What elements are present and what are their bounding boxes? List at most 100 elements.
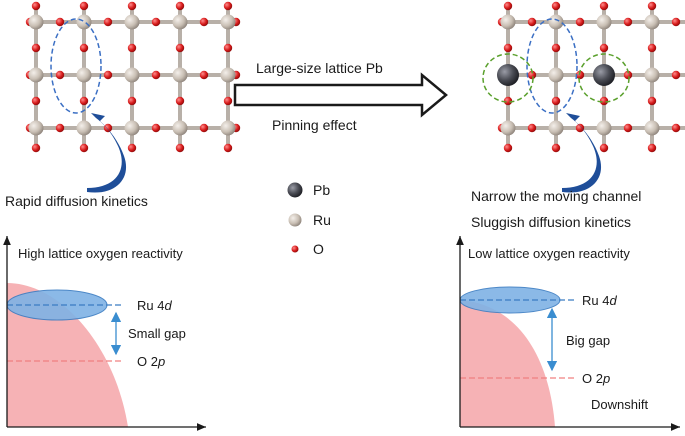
right-gap-label: Big gap: [566, 333, 610, 348]
oxygen-atom: [103, 17, 113, 27]
right-o2p-text: O 2: [582, 371, 603, 386]
oxygen-atom: [527, 17, 537, 27]
oxygen-atom: [575, 123, 585, 133]
ruthenium-atom: [124, 14, 140, 30]
oxygen-atom: [31, 43, 41, 53]
oxygen-atom: [103, 70, 113, 80]
lead-atom: [497, 64, 519, 86]
ruthenium-atom: [220, 67, 236, 83]
oxygen-atom: [503, 96, 513, 106]
right-o2p-label: O 2p: [582, 371, 610, 386]
legend-pb-label: Pb: [313, 182, 330, 198]
oxygen-atom: [527, 70, 537, 80]
diffusion-channel-left: [50, 18, 102, 114]
oxygen-atom: [527, 123, 537, 133]
legend-o-swatch: [291, 245, 299, 253]
oxygen-atom: [127, 143, 137, 153]
oxygen-atom: [623, 17, 633, 27]
lattice-left: [25, 1, 241, 153]
ruthenium-atom: [76, 120, 92, 136]
oxygen-atom: [79, 96, 89, 106]
left-gap-label: Small gap: [128, 326, 186, 341]
oxygen-atom: [127, 1, 137, 11]
left-o2p-orbital: p: [157, 354, 165, 369]
oxygen-atom: [599, 143, 609, 153]
oxygen-atom: [127, 43, 137, 53]
oxygen-atom: [199, 123, 209, 133]
oxygen-atom: [199, 17, 209, 27]
oxygen-atom: [223, 1, 233, 11]
ruthenium-atom: [644, 14, 660, 30]
oxygen-atom: [175, 96, 185, 106]
oxygen-atom: [127, 96, 137, 106]
oxygen-atom: [223, 96, 233, 106]
oxygen-atom: [623, 70, 633, 80]
oxygen-atom: [623, 123, 633, 133]
oxygen-atom: [55, 70, 65, 80]
legend-o-label: O: [313, 241, 324, 257]
lattice-right: [497, 1, 685, 153]
oxygen-atom: [223, 143, 233, 153]
oxygen-atom: [575, 70, 585, 80]
left-caption: Rapid diffusion kinetics: [5, 193, 148, 209]
ruthenium-atom: [28, 14, 44, 30]
oxygen-atom: [79, 143, 89, 153]
oxygen-atom: [175, 43, 185, 53]
ruthenium-atom: [124, 120, 140, 136]
oxygen-atom: [551, 43, 561, 53]
oxygen-atom: [599, 43, 609, 53]
oxygen-atom: [31, 96, 41, 106]
oxygen-atom: [103, 123, 113, 133]
right-o2p-band: [460, 300, 555, 427]
right-ru4d-orbital: d: [609, 293, 617, 308]
right-caption-line2: Sluggish diffusion kinetics: [471, 214, 631, 230]
oxygen-atom: [575, 17, 585, 27]
ruthenium-atom: [644, 67, 660, 83]
ruthenium-atom: [220, 14, 236, 30]
ruthenium-atom: [28, 67, 44, 83]
ruthenium-atom: [172, 67, 188, 83]
band-diagram-right: Low lattice oxygen reactivity Big gap Ru…: [456, 236, 680, 431]
oxygen-atom: [551, 143, 561, 153]
right-plot-title: Low lattice oxygen reactivity: [468, 246, 630, 261]
ruthenium-atom: [548, 67, 564, 83]
lead-atom: [593, 64, 615, 86]
left-plot-title: High lattice oxygen reactivity: [18, 246, 183, 261]
ruthenium-atom: [172, 14, 188, 30]
left-ru4d-text: Ru 4: [137, 298, 164, 313]
oxygen-atom: [647, 43, 657, 53]
ruthenium-atom: [596, 14, 612, 30]
arrow-label-bottom: Pinning effect: [272, 117, 357, 133]
oxygen-atom: [31, 1, 41, 11]
oxygen-atom: [151, 123, 161, 133]
oxygen-atom: [671, 17, 681, 27]
ruthenium-atom: [76, 67, 92, 83]
right-o2p-orbital: p: [602, 371, 610, 386]
ruthenium-atom: [644, 120, 660, 136]
oxygen-atom: [151, 70, 161, 80]
oxygen-atom: [79, 43, 89, 53]
band-diagram-left: High lattice oxygen reactivity Small gap…: [3, 236, 206, 431]
legend-pb-swatch: [287, 182, 303, 198]
left-ru4d-orbital: d: [164, 298, 172, 313]
oxygen-atom: [175, 1, 185, 11]
oxygen-atom: [599, 1, 609, 11]
oxygen-atom: [503, 43, 513, 53]
ruthenium-atom: [500, 14, 516, 30]
ruthenium-atom: [28, 120, 44, 136]
ruthenium-atom: [172, 120, 188, 136]
oxygen-atom: [647, 96, 657, 106]
oxygen-atom: [671, 123, 681, 133]
oxygen-atom: [671, 70, 681, 80]
oxygen-atom: [599, 96, 609, 106]
legend-ru-label: Ru: [313, 212, 331, 228]
pinning-ring-left: [482, 53, 534, 103]
right-ru4d-text: Ru 4: [582, 293, 609, 308]
ruthenium-atom: [220, 120, 236, 136]
right-caption-line1: Narrow the moving channel: [471, 188, 641, 204]
oxygen-atom: [503, 143, 513, 153]
oxygen-atom: [551, 1, 561, 11]
transformation-arrow: [233, 72, 448, 118]
oxygen-atom: [223, 43, 233, 53]
